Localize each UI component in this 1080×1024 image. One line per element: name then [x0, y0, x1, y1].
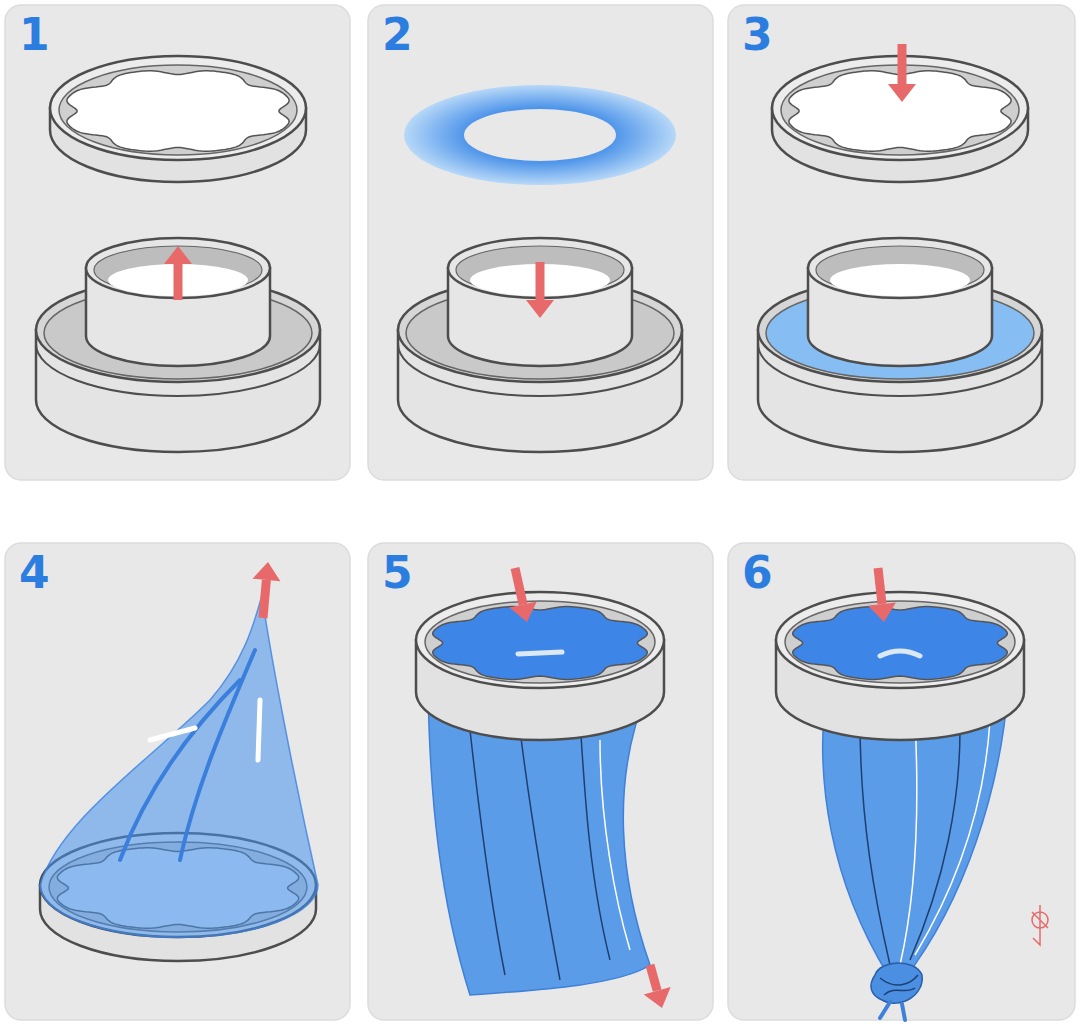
step-number: 1: [19, 11, 50, 59]
step-number: 4: [19, 549, 50, 597]
lid-top: [50, 56, 306, 160]
bag-film: [40, 595, 318, 937]
bag-highlight: [150, 728, 195, 740]
step-number: 3: [742, 11, 773, 59]
lid-top: [416, 592, 664, 688]
step-number: 5: [382, 549, 413, 597]
motion-arrowhead: [888, 84, 916, 102]
bag-highlight: [258, 700, 260, 760]
motion-arrowhead: [252, 562, 280, 581]
motion-arrowhead: [164, 246, 192, 264]
panel-ground: [5, 5, 350, 480]
panel-ground: [368, 5, 713, 480]
panel-ground: [728, 5, 1075, 480]
motion-arrow: [898, 44, 907, 84]
lid-inner: [785, 601, 1015, 683]
motion-arrowhead: [868, 603, 896, 622]
lid-petals: [433, 607, 648, 680]
bag-fold: [180, 650, 255, 860]
lid-inner: [59, 65, 297, 155]
bag-fold: [915, 720, 990, 955]
bag-knot: [880, 975, 918, 995]
bag-fold: [900, 720, 917, 965]
motion-arrow: [515, 568, 523, 604]
step-panel: 6: [728, 543, 1075, 1020]
bag-fold: [580, 720, 610, 960]
motion-arrowhead: [509, 601, 536, 622]
bag-knot-tail: [880, 1002, 905, 1020]
lid-petals: [793, 607, 1008, 680]
lid-top: [776, 592, 1024, 688]
bag-fold: [910, 730, 960, 960]
knot-symbol: [1032, 905, 1048, 945]
motion-arrow: [536, 262, 545, 300]
lid-petals: [67, 71, 289, 151]
step-panel: 2: [368, 5, 713, 480]
bag-fold: [520, 730, 560, 980]
step-panel: 1: [5, 5, 350, 480]
lid-inner: [425, 601, 655, 683]
motion-arrowhead: [526, 300, 554, 318]
bag-slit: [880, 651, 920, 656]
panel-ground: [728, 543, 1075, 1020]
motion-arrow: [263, 580, 266, 618]
bag-knot: [871, 963, 922, 1003]
bag-fold: [120, 680, 240, 860]
motion-arrow: [650, 965, 657, 991]
motion-arrow: [878, 568, 882, 604]
step-panel: 4: [5, 543, 350, 1020]
tube-hole-light: [830, 264, 970, 296]
motion-arrowhead: [644, 987, 671, 1008]
step-panel: 5: [368, 543, 713, 1020]
panel-ground: [368, 543, 713, 1020]
step-panel: 3: [728, 5, 1075, 480]
panel-ground: [5, 543, 350, 1020]
bag-fold: [600, 740, 630, 950]
bag-slit: [518, 652, 562, 654]
motion-arrow: [174, 264, 183, 300]
bag-fold: [860, 720, 890, 965]
step-number: 6: [742, 549, 773, 597]
step-number: 2: [382, 11, 413, 59]
bag-fold: [470, 730, 505, 975]
tube-top: [808, 238, 992, 298]
sealing-ring: [404, 85, 676, 185]
